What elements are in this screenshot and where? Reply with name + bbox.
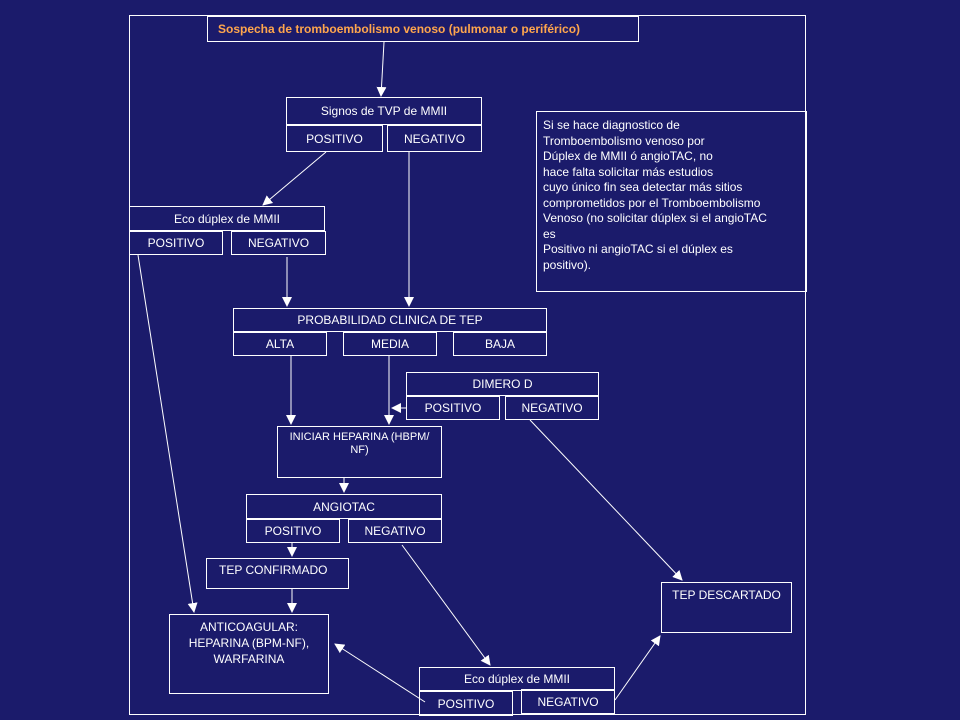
angiotac-box: ANGIOTAC (246, 494, 442, 519)
anticoagular-box: ANTICOAGULAR: HEPARINA (BPM-NF), WARFARI… (169, 614, 329, 694)
dimero-box: DIMERO D (406, 372, 599, 396)
title-box: Sospecha de tromboembolismo venoso (pulm… (207, 16, 639, 42)
arrow-eco2-neg-to-descartado (614, 635, 661, 701)
tvp-box: Signos de TVP de MMII (286, 97, 482, 125)
tep-confirmado-box: TEP CONFIRMADO (206, 558, 349, 589)
heparina-box: INICIAR HEPARINA (HBPM/ NF) (277, 426, 442, 478)
note-box: Si se hace diagnostico de Tromboembolism… (536, 111, 807, 292)
arrow-title-to-tvp (376, 41, 387, 97)
eco2-box: Eco dúplex de MMII (419, 667, 615, 691)
arrow-dimero-neg-to-descartado (529, 419, 683, 581)
probabilidad-baja: BAJA (453, 332, 547, 356)
arrow-eco2-pos-to-anticoag (334, 643, 426, 703)
dimero-negative: NEGATIVO (505, 396, 599, 420)
tvp-negative: NEGATIVO (387, 125, 482, 152)
probabilidad-media: MEDIA (343, 332, 437, 356)
eco2-positive: POSITIVO (419, 691, 513, 716)
arrow-angiotac-neg-to-eco2 (401, 544, 491, 666)
eco1-negative: NEGATIVO (231, 231, 326, 255)
arrow-tvp-pos-to-eco (262, 151, 327, 206)
tep-descartado-box: TEP DESCARTADO (661, 582, 792, 633)
arrow-eco-pos-to-anticoag (137, 254, 198, 613)
angiotac-negative: NEGATIVO (348, 519, 442, 543)
eco1-positive: POSITIVO (129, 231, 223, 255)
probabilidad-alta: ALTA (233, 332, 327, 356)
dimero-positive: POSITIVO (406, 396, 500, 420)
eco1-box: Eco dúplex de MMII (129, 206, 325, 231)
tvp-positive: POSITIVO (286, 125, 383, 152)
angiotac-positive: POSITIVO (246, 519, 340, 543)
eco2-negative: NEGATIVO (521, 689, 615, 714)
probabilidad-box: PROBABILIDAD CLINICA DE TEP (233, 308, 547, 332)
outer-frame (129, 15, 806, 715)
